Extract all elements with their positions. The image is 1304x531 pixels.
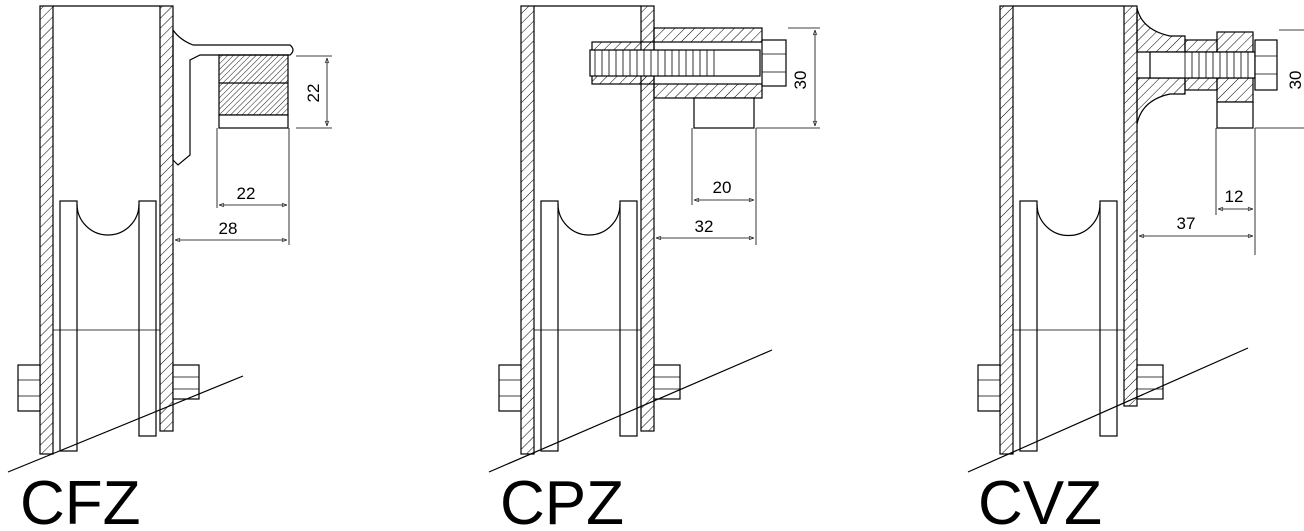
rail-line bbox=[967, 347, 1249, 473]
rail-line bbox=[488, 349, 773, 473]
dimension-width: 12 bbox=[1225, 187, 1244, 206]
model-cpz: 30 20 32 CPZ bbox=[488, 5, 820, 531]
model-label: CVZ bbox=[978, 469, 1102, 531]
dimension-lines bbox=[174, 55, 332, 245]
model-cfz: 22 22 28 CFZ bbox=[7, 5, 332, 531]
roller-wheel bbox=[1013, 200, 1124, 452]
dimension-height: 30 bbox=[1286, 71, 1304, 90]
model-label: CFZ bbox=[20, 469, 141, 531]
dimension-width: 22 bbox=[237, 184, 256, 203]
roller-wheel bbox=[534, 200, 641, 452]
dimension-offset: 37 bbox=[1177, 214, 1196, 233]
rail-line bbox=[7, 375, 244, 473]
dimension-height: 30 bbox=[791, 71, 810, 90]
profile-tube bbox=[520, 5, 655, 455]
guide-bracket bbox=[172, 28, 294, 166]
guide-bushing bbox=[589, 27, 787, 129]
profile-tube bbox=[39, 5, 174, 455]
model-cvz: 30 12 37 CVZ bbox=[967, 5, 1304, 531]
model-label: CPZ bbox=[500, 469, 624, 531]
axle-bolt bbox=[17, 364, 200, 412]
roller-wheel bbox=[53, 200, 160, 452]
dimension-lines bbox=[1138, 29, 1304, 255]
dimension-offset: 32 bbox=[695, 217, 714, 236]
dimension-height: 22 bbox=[304, 84, 323, 103]
guide-bolt-assembly bbox=[1136, 7, 1278, 129]
axle-bolt bbox=[977, 364, 1164, 412]
dimension-width: 20 bbox=[713, 178, 732, 197]
dimension-offset: 28 bbox=[219, 219, 238, 238]
profile-tube bbox=[999, 5, 1138, 455]
axle-bolt bbox=[498, 364, 681, 412]
dimension-lines bbox=[655, 27, 820, 245]
